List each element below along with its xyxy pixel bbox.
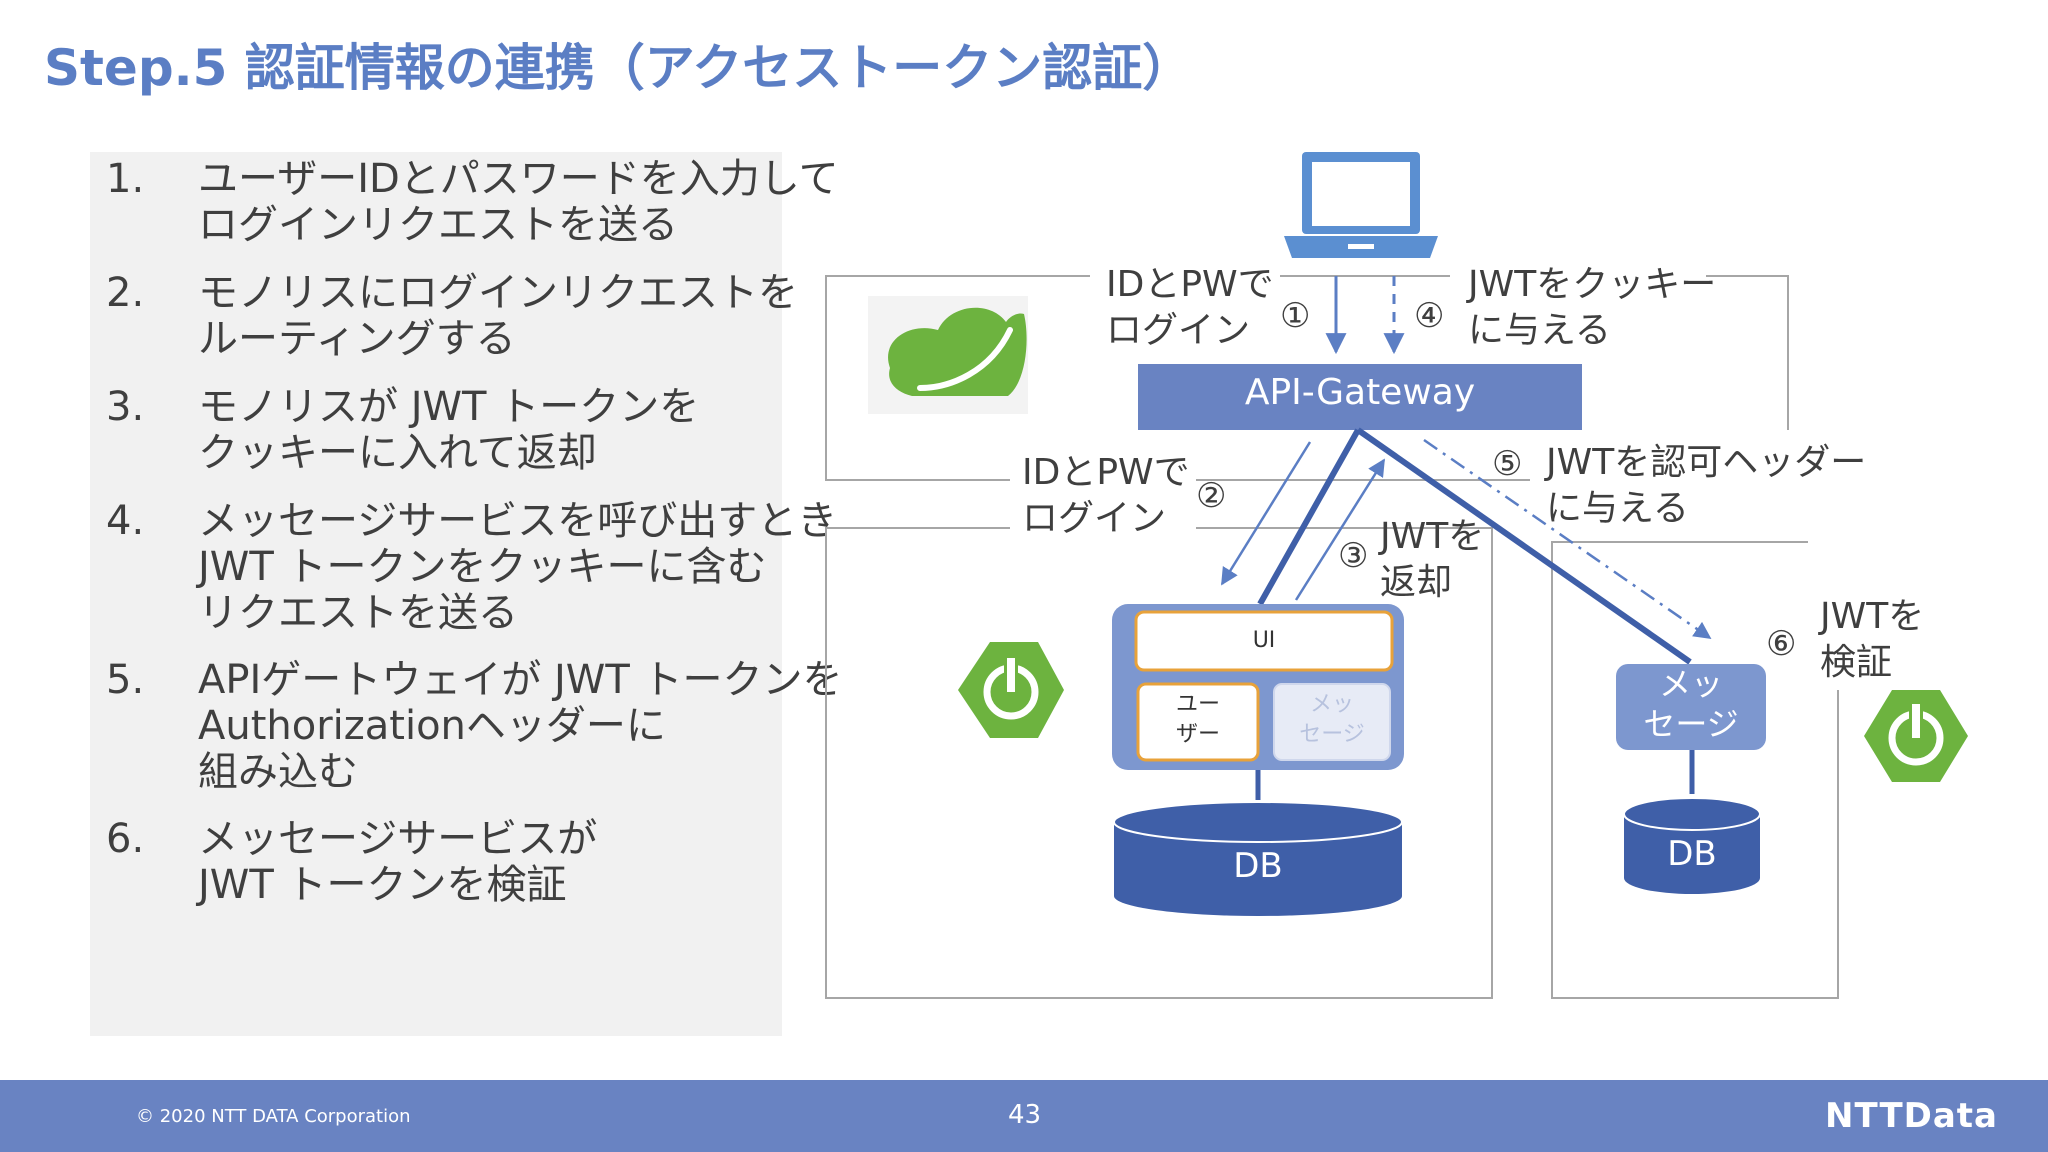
step-number: 5. [106, 657, 145, 703]
step-text: ルーティングする [198, 316, 516, 362]
step-text: Authorizationヘッダーに [198, 703, 666, 749]
spring-cloud-leaf-icon [868, 296, 1028, 414]
step-text: モノリスが JWT トークンを [198, 384, 700, 430]
step-text: メッセージサービスを呼び出すとき [198, 498, 838, 544]
step-1: 1. ユーザーIDとパスワードを入力して ログインリクエストを送る [106, 156, 839, 248]
label-step1: IDとPWでログイン [1106, 264, 1274, 351]
message-db-label: DB [1667, 834, 1717, 874]
label-step4: JWTをクッキーに与える [1468, 264, 1717, 351]
circle-number-5: ⑤ [1492, 444, 1523, 484]
gateway-monolith-link [1257, 428, 1361, 606]
arrow-3 [1294, 458, 1386, 601]
circle-number-4: ④ [1414, 296, 1445, 336]
api-gateway-label: API-Gateway [1244, 372, 1476, 413]
label-step5: JWTを認可ヘッダーに与える [1546, 442, 1867, 529]
laptop-icon [1284, 152, 1438, 258]
step-number: 3. [106, 384, 145, 430]
gateway-frame [825, 275, 1789, 481]
message-service-box [1616, 664, 1766, 750]
step-text: 組み込む [198, 749, 358, 795]
company-logo: NTTData [1825, 1096, 1998, 1136]
step-2: 2. モノリスにログインリクエストを ルーティングする [106, 270, 798, 362]
step-number: 4. [106, 498, 145, 544]
user-module-box [1136, 682, 1260, 762]
circle-number-1: ① [1280, 296, 1311, 336]
arrow-2 [1220, 441, 1312, 586]
step-5: 5. APIゲートウェイが JWT トークンを Authorizationヘッダ… [106, 657, 843, 795]
arrow-5 [1423, 438, 1712, 640]
message-service-label: メッセージ [1643, 665, 1739, 743]
step-text: JWT トークンを検証 [198, 862, 567, 908]
step-text: リクエストを送る [198, 590, 518, 636]
monolith-db-icon [1113, 801, 1403, 916]
circle-number-3: ③ [1338, 536, 1369, 576]
circle-number-2: ② [1196, 476, 1227, 516]
step-text: ログインリクエストを送る [198, 202, 678, 248]
step-4: 4. メッセージサービスを呼び出すとき JWT トークンをクッキーに含む リクエ… [106, 498, 838, 636]
architecture-diagram [825, 152, 1968, 999]
page-title: Step.5 認証情報の連携（アクセストークン認証） [44, 39, 1193, 97]
spring-boot-power-icon [1864, 690, 1968, 782]
label-step6: JWTを検証 [1820, 596, 1925, 683]
step-number: 6. [106, 816, 145, 862]
step-text: APIゲートウェイが JWT トークンを [198, 657, 843, 703]
spring-boot-power-icon [958, 642, 1064, 738]
step-text: メッセージサービスが [198, 816, 598, 862]
message-service-frame [1551, 541, 1839, 999]
step-6: 6. メッセージサービスが JWT トークンを検証 [106, 816, 776, 908]
message-db-icon [1623, 797, 1761, 894]
message-module-label: メッセージ [1299, 692, 1365, 747]
footer-bar: © 2020 NTT DATA Corporation 43 NTTData [0, 1080, 2048, 1152]
step-text: モノリスにログインリクエストを [198, 270, 798, 316]
steps-panel: 1. ユーザーIDとパスワードを入力して ログインリクエストを送る 2. モノリ… [90, 152, 843, 1036]
step-text: JWT トークンをクッキーに含む [198, 544, 767, 590]
ui-label: UI [1252, 628, 1276, 653]
step-number: 1. [106, 156, 145, 202]
ui-box [1134, 610, 1394, 672]
circle-number-6: ⑥ [1766, 624, 1797, 664]
step-3: 3. モノリスが JWT トークンを クッキーに入れて返却 [106, 384, 776, 476]
user-module-label: ユーザー [1175, 692, 1220, 747]
label-step2: IDとPWでログイン [1022, 452, 1190, 539]
gateway-message-link [1356, 427, 1692, 665]
step-text: クッキーに入れて返却 [198, 430, 597, 476]
label-step3: JWTを返却 [1380, 516, 1485, 603]
step-text: ユーザーIDとパスワードを入力して [198, 156, 839, 202]
step-number: 2. [106, 270, 145, 316]
page-number: 43 [1008, 1100, 1042, 1130]
copyright-text: © 2020 NTT DATA Corporation [136, 1106, 411, 1127]
api-gateway-box [1138, 364, 1582, 430]
monolith-db-label: DB [1233, 846, 1283, 886]
message-module-box [1273, 683, 1391, 761]
